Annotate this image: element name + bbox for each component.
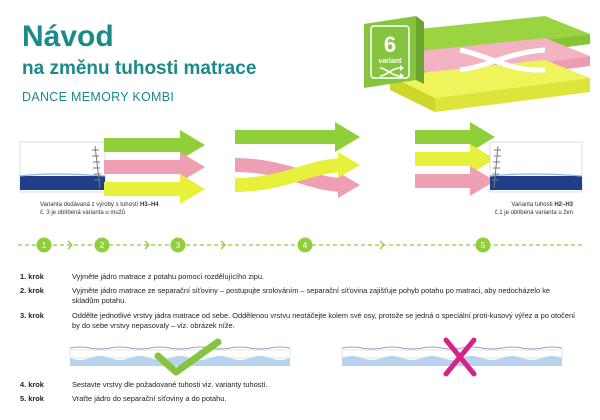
mattress-layers-illustration: 6 variant xyxy=(364,16,590,112)
variants-label: variant xyxy=(379,58,403,65)
firmness-grade: H3–H4 xyxy=(139,202,159,208)
svg-text:3: 3 xyxy=(176,241,181,250)
firmness-grade: H2–H3 xyxy=(554,202,573,208)
variants-badge: 6 variant xyxy=(364,16,424,88)
step-marker-5: 5 xyxy=(475,237,491,253)
zipper-icon xyxy=(92,145,101,189)
svg-text:1: 1 xyxy=(42,241,47,250)
variants-count: 6 xyxy=(384,32,396,57)
page-subtitle: na změnu tuhosti matrace xyxy=(22,58,257,79)
svg-text:5: 5 xyxy=(481,241,486,250)
incorrect-orientation-sample xyxy=(341,337,563,377)
step-label: 4. krok xyxy=(20,380,44,389)
svg-text:4: 4 xyxy=(303,241,308,250)
swap-arrows-icon xyxy=(379,65,404,79)
step-text: Vyjměte jádro matrace z potahu pomocí ro… xyxy=(72,272,264,281)
step-label: 3. krok xyxy=(20,311,44,320)
check-icon xyxy=(154,338,222,376)
svg-text:2: 2 xyxy=(100,241,105,250)
step-progress-line: 1 2 3 4 5 xyxy=(18,237,583,253)
page-title: Návod xyxy=(22,20,114,53)
caption-factory-variant: Varianta dodávaná z výroby s tuhostí H3–… xyxy=(40,202,159,216)
step-marker-3: 3 xyxy=(170,237,186,253)
step-text: Sestavte vrstvy dle požadované tuhosti v… xyxy=(72,380,268,389)
step-text: Vraťte jádro do separační síťoviny a do … xyxy=(72,394,227,403)
step-marker-1: 1 xyxy=(36,237,52,253)
layer-swap-diagram xyxy=(19,122,583,204)
mattress-cross-section-left xyxy=(19,141,106,193)
step-marker-2: 2 xyxy=(94,237,110,253)
step-label: 2. krok xyxy=(20,286,44,295)
product-name: DANCE MEMORY KOMBI xyxy=(22,90,175,104)
step-label: 1. krok xyxy=(20,272,44,281)
step-label: 5. krok xyxy=(20,394,44,403)
step-text: Vyjměte jádro matrace ze separační síťov… xyxy=(72,286,551,305)
correct-orientation-sample xyxy=(69,338,291,376)
orientation-examples xyxy=(69,337,563,377)
cross-icon xyxy=(443,337,477,377)
caption-alt-variant: Varianta tuhosti H2–H3 č.1 je oblíbená v… xyxy=(494,202,573,216)
zipper-icon xyxy=(492,145,501,189)
step-marker-4: 4 xyxy=(297,237,313,253)
step-text: Oddělte jednotlivé vrstvy jádra matrace … xyxy=(72,311,576,330)
mattress-cross-section-right xyxy=(489,141,583,193)
